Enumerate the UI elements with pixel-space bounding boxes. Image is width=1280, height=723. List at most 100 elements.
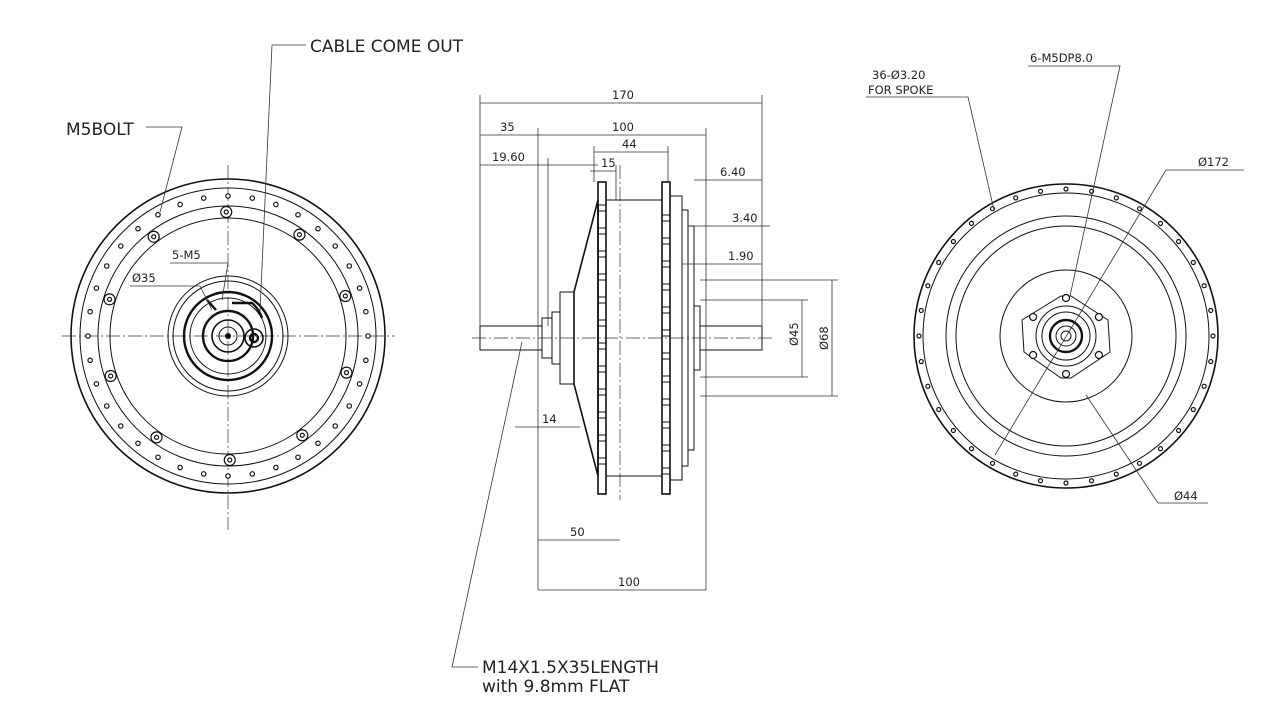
leader-lines (130, 44, 1244, 668)
hole-mark (1176, 427, 1182, 434)
hole-mark (1063, 186, 1069, 192)
hole-mark (103, 403, 110, 409)
hole-mark (117, 423, 124, 429)
hole-mark (227, 457, 233, 463)
hole-mark (315, 440, 321, 447)
hole-mark (346, 263, 353, 269)
hole-mark (1088, 478, 1095, 484)
hole-mark (936, 406, 942, 413)
side-view (472, 165, 772, 500)
hole-mark (365, 333, 371, 339)
hole-mark (1136, 460, 1143, 466)
hole-mark (342, 293, 348, 299)
dim-50: 50 (570, 525, 585, 539)
cable-label: CABLE COME OUT (310, 37, 464, 57)
flange-rib (661, 237, 671, 245)
hole-mark (155, 454, 161, 461)
hole-mark (925, 283, 931, 289)
flange-rib (661, 375, 671, 383)
spoke-label-2: FOR SPOKE (868, 83, 933, 97)
dim-15: 15 (601, 156, 616, 170)
hole-mark (87, 357, 93, 364)
flange-rib (597, 319, 607, 327)
m5bolt-label: M5BOLT (66, 120, 134, 140)
hole-mark (1201, 283, 1207, 289)
hole-mark (225, 193, 231, 199)
flange-rib (597, 434, 607, 442)
hole-mark (108, 373, 114, 379)
hole-mark (1063, 480, 1069, 486)
dim-flange-gap: 44 (622, 137, 637, 151)
hole-mark (93, 381, 100, 387)
flange-rib (661, 467, 671, 475)
flange-rib (597, 411, 607, 419)
flange-rib (597, 457, 607, 465)
hole-mark (135, 225, 141, 232)
dim-bottom-100: 100 (618, 575, 640, 589)
hole-mark (1028, 312, 1038, 322)
hole-mark (93, 285, 100, 291)
hole-mark (346, 403, 353, 409)
flange-rib (661, 398, 671, 406)
hole-mark (950, 427, 956, 434)
flange-rib (597, 204, 607, 212)
hole-mark (916, 333, 922, 339)
hole-mark (1208, 358, 1214, 365)
axle-label-1: M14X1.5X35LENGTH (482, 658, 659, 678)
flange-rib (597, 273, 607, 281)
hole-mark (936, 259, 942, 266)
hole-mark (343, 370, 350, 376)
hole-mark (85, 333, 91, 339)
hole-mark (117, 243, 124, 249)
hole-mark (968, 220, 975, 226)
hole-mark (1136, 206, 1143, 212)
hole-mark (1210, 333, 1216, 339)
hole-mark (200, 471, 207, 477)
dim-overall: 170 (612, 88, 634, 102)
hole-mark (135, 440, 141, 447)
hole-mark (1113, 195, 1119, 201)
dim-14: 14 (542, 412, 557, 426)
hole-mark (296, 232, 303, 238)
flange-rib (661, 329, 671, 337)
flange-rib (597, 227, 607, 235)
dia44-label: Ø44 (1174, 489, 1198, 503)
hole-mark (223, 209, 229, 215)
hole-mark (155, 211, 161, 218)
dim-6-40: 6.40 (720, 165, 746, 179)
dimension-lines (479, 95, 838, 591)
labels: M5BOLT CABLE COME OUT 5-M5 Ø35 36-Ø3.20 … (66, 37, 1229, 697)
flange-rib (597, 296, 607, 304)
right-view (913, 183, 1219, 489)
dim-axle-left: 35 (500, 120, 515, 134)
hole-mark (295, 211, 301, 218)
hole-mark (356, 285, 363, 291)
hole-mark (273, 464, 279, 471)
hole-mark (356, 381, 363, 387)
hole-mark (332, 423, 339, 429)
dim-68: Ø68 (817, 326, 831, 350)
hole-mark (332, 243, 339, 249)
hole-mark (177, 464, 183, 471)
hole-mark (925, 383, 931, 389)
axle-label-2: with 9.8mm FLAT (482, 677, 630, 697)
hole-mark (1157, 446, 1164, 452)
hole-mark (1013, 471, 1019, 477)
hole-mark (1208, 307, 1214, 314)
hole-mark (1013, 195, 1019, 201)
hole-mark (295, 454, 301, 461)
hole-mark (200, 195, 207, 201)
holes-5m5-label: 5-M5 (172, 248, 201, 262)
hole-mark (1061, 293, 1071, 303)
dia35-label: Ø35 (132, 271, 156, 285)
flange-rib (661, 214, 671, 222)
hole-mark (1190, 406, 1196, 413)
hole-mark (249, 195, 256, 201)
hole-mark (1190, 259, 1196, 266)
hole-mark (106, 296, 113, 302)
hole-mark (918, 307, 924, 314)
hole-mark (1037, 188, 1044, 194)
flange-rib (597, 388, 607, 396)
hole-mark (1037, 478, 1044, 484)
